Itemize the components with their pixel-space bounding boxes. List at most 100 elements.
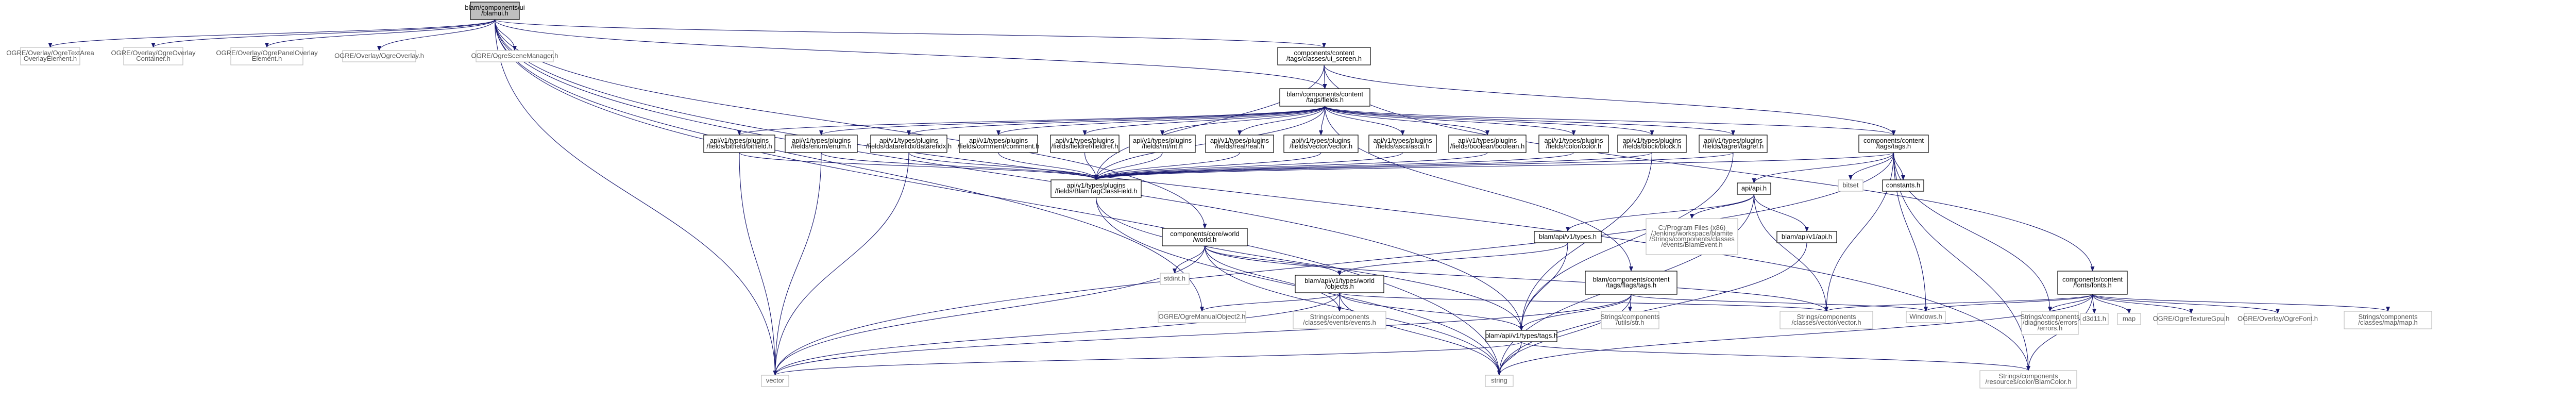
node-taglocs[interactable]: blam/components/content/tags/flags/tags.… <box>1585 271 1677 295</box>
node-label-line: /tags/tags.h <box>1876 142 1911 150</box>
node-label-line: /fields/fieldref/fieldref.h <box>1051 142 1118 150</box>
node-fieldref[interactable]: api/v1/types/plugins/fields/fieldref/fie… <box>1050 135 1120 153</box>
node-label-line: C:/Program Files (x86) <box>1658 224 1726 231</box>
node-string: string <box>1485 375 1514 387</box>
node-label-line: /fields/block/block.h <box>1623 142 1681 150</box>
edge-rtapi-to-string <box>1497 242 1807 376</box>
node-label-line: /resources/color/BlamColor.h <box>1986 378 2072 386</box>
edge-blamtagclassfield-to-api_tags <box>1095 197 1523 331</box>
edge-bitfield-to-vectorstd <box>739 152 777 376</box>
node-label-line: /utils/str.h <box>1616 319 1645 326</box>
node-tagref[interactable]: api/v1/types/plugins/fields/tagref/tagre… <box>1699 135 1768 153</box>
edge-fonts-to-vectorh <box>1824 294 2093 312</box>
node-real[interactable]: api/v1/types/plugins/fields/real/real.h <box>1205 135 1274 153</box>
node-label-line: components/content <box>2062 276 2123 283</box>
node-label-line: /classes/events/events.h <box>1303 319 1376 326</box>
node-boolean[interactable]: api/v1/types/plugins/fields/boolean/bool… <box>1448 135 1527 153</box>
edge-block-to-blamtagclassfield <box>1094 152 1653 180</box>
node-vector[interactable]: api/v1/types/plugins/fields/vector/vecto… <box>1283 135 1359 153</box>
edge-root-to-ogre_textarea <box>48 19 496 48</box>
node-label-line: stdint.h <box>1164 275 1185 282</box>
node-label-line: OGRE/OgreManualObject2.h <box>1158 313 1245 321</box>
node-datarefidx[interactable]: api/v1/types/plugins/fields/datarefidx/d… <box>866 135 952 153</box>
edge-int-to-blamtagclassfield <box>1094 152 1163 180</box>
node-blamtagclassfield[interactable]: api/v1/types/plugins/fields/BlamTagClass… <box>1050 179 1142 198</box>
node-label-line: /fields/vector/vector.h <box>1290 142 1352 150</box>
node-label-line: api/v1/types/plugins <box>879 137 939 144</box>
edge-datarefidx-to-vectorstd <box>773 152 909 376</box>
node-label-line: constants.h <box>1886 181 1921 189</box>
edge-taglocs-to-api_tags <box>1519 294 1632 331</box>
edge-api_tags-to-vectorstd <box>773 341 1522 376</box>
node-label-line: /fonts/fonts.h <box>2073 281 2111 289</box>
node-label-line: components/content <box>1294 49 1354 57</box>
node-maph: Strings/components/classes/map/map.h <box>2344 311 2432 329</box>
node-root[interactable]: blam/components/ui/blamui.h <box>465 2 525 20</box>
node-ui_screen[interactable]: components/content/tags/classes/ui_scree… <box>1277 47 1371 65</box>
edge-tagref-to-api_tags <box>1519 152 1734 331</box>
node-objects[interactable]: blam/api/v1/types/world/objects.h <box>1295 275 1384 293</box>
edge-fields-to-boolean <box>1324 106 1489 136</box>
edge-tags_h-to-vectorstd <box>773 152 1894 376</box>
node-fields[interactable]: blam/components/content/tags/fields.h <box>1279 88 1370 107</box>
node-label-line: OGRE/Overlay/OgreFont.h <box>2238 315 2318 323</box>
node-label-line: components/core/world <box>1170 230 1239 238</box>
node-constants[interactable]: constants.h <box>1882 179 1924 192</box>
node-block[interactable]: api/v1/types/plugins/fields/block/block.… <box>1617 135 1687 153</box>
node-label-line: api/v1/types/plugins <box>710 137 769 144</box>
edge-api_tags-to-blamcolor <box>1521 341 2030 371</box>
edge-tags_h-to-api_h <box>1752 152 1894 183</box>
edge-fields-to-fieldref <box>1082 106 1326 136</box>
node-label-line: /fields/boolean/boolean.h <box>1450 142 1525 150</box>
node-types_h[interactable]: blam/api/v1/types.h <box>1534 231 1602 243</box>
node-label-line: blam/components/content <box>1593 276 1670 283</box>
node-label-line: /fields/comment/comment.h <box>958 142 1040 150</box>
node-label-line: blam/components/ui <box>465 4 524 11</box>
node-label-line: Strings/components <box>1601 313 1660 321</box>
node-api_h[interactable]: api/api.h <box>1737 182 1771 195</box>
node-label-line: components/content <box>1863 137 1924 144</box>
node-windows: Windows.h <box>1906 311 1946 323</box>
node-label-line: /errors.h <box>2038 324 2062 332</box>
node-ascii[interactable]: api/v1/types/plugins/fields/ascii/ascii.… <box>1368 135 1437 153</box>
node-label-line: /diagnostics/errors <box>2023 319 2078 326</box>
node-rtapi[interactable]: blam/api/v1/api.h <box>1776 231 1837 243</box>
node-label-line: blam/api/v1/types.h <box>1539 233 1597 241</box>
edge-objects-to-manualobj <box>1200 292 1340 312</box>
edge-fonts-to-diag <box>2048 294 2093 312</box>
node-label-line: /fields/tagref/tagref.h <box>1703 142 1764 150</box>
node-tags_h[interactable]: components/content/tags/tags.h <box>1858 135 1929 153</box>
node-label-line: api/v1/types/plugins <box>792 137 851 144</box>
edge-taglocs-to-windows <box>1631 294 1928 312</box>
node-stdint: stdint.h <box>1160 273 1190 285</box>
edge-root-to-string <box>494 19 1501 376</box>
node-blamevent: C:/Program Files (x86)/Jenkins/workspace… <box>1646 218 1738 255</box>
edge-color-to-blamtagclassfield <box>1094 152 1574 180</box>
edge-ui_screen-to-tags_h <box>1324 64 1896 136</box>
edge-fields-to-bitfield <box>737 106 1326 136</box>
node-label-line: /tags/classes/ui_screen.h <box>1286 55 1362 62</box>
node-label-line: OGRE/Overlay/OgreTextArea <box>6 49 94 57</box>
edge-root-to-api_tags <box>494 19 1523 331</box>
node-label-line: api/api.h <box>1741 185 1767 192</box>
edge-objects-to-string <box>1339 292 1501 376</box>
node-enum[interactable]: api/v1/types/plugins/fields/enum/enum.h <box>785 135 858 153</box>
node-events: Strings/components/classes/events/events… <box>1293 311 1386 329</box>
node-bitfield[interactable]: api/v1/types/plugins/fields/bitfield/bit… <box>703 135 775 153</box>
node-world[interactable]: components/core/world/world.h <box>1162 228 1248 246</box>
node-fonts[interactable]: components/content/fonts/fonts.h <box>2057 271 2128 295</box>
node-int[interactable]: api/v1/types/plugins/fields/int/int.h <box>1129 135 1196 153</box>
node-label-line: blam/api/v1/types/world <box>1304 277 1375 285</box>
node-label-line: Strings/components <box>2359 313 2418 321</box>
node-color[interactable]: api/v1/types/plugins/fields/color/color.… <box>1538 135 1609 153</box>
edge-fields-to-comment <box>996 106 1326 136</box>
edge-vector-to-blamtagclassfield <box>1094 152 1321 180</box>
edge-api_h-to-vectorh <box>1753 194 1828 312</box>
node-comment[interactable]: api/v1/types/plugins/fields/comment/comm… <box>958 135 1040 153</box>
node-api_tags[interactable]: blam/api/v1/types/tags.h <box>1485 330 1557 342</box>
node-manualobj: OGRE/OgreManualObject2.h <box>1158 311 1246 323</box>
node-label-line: /classes/vector/vector.h <box>1791 319 1861 326</box>
node-label-line: /world.h <box>1193 236 1217 243</box>
